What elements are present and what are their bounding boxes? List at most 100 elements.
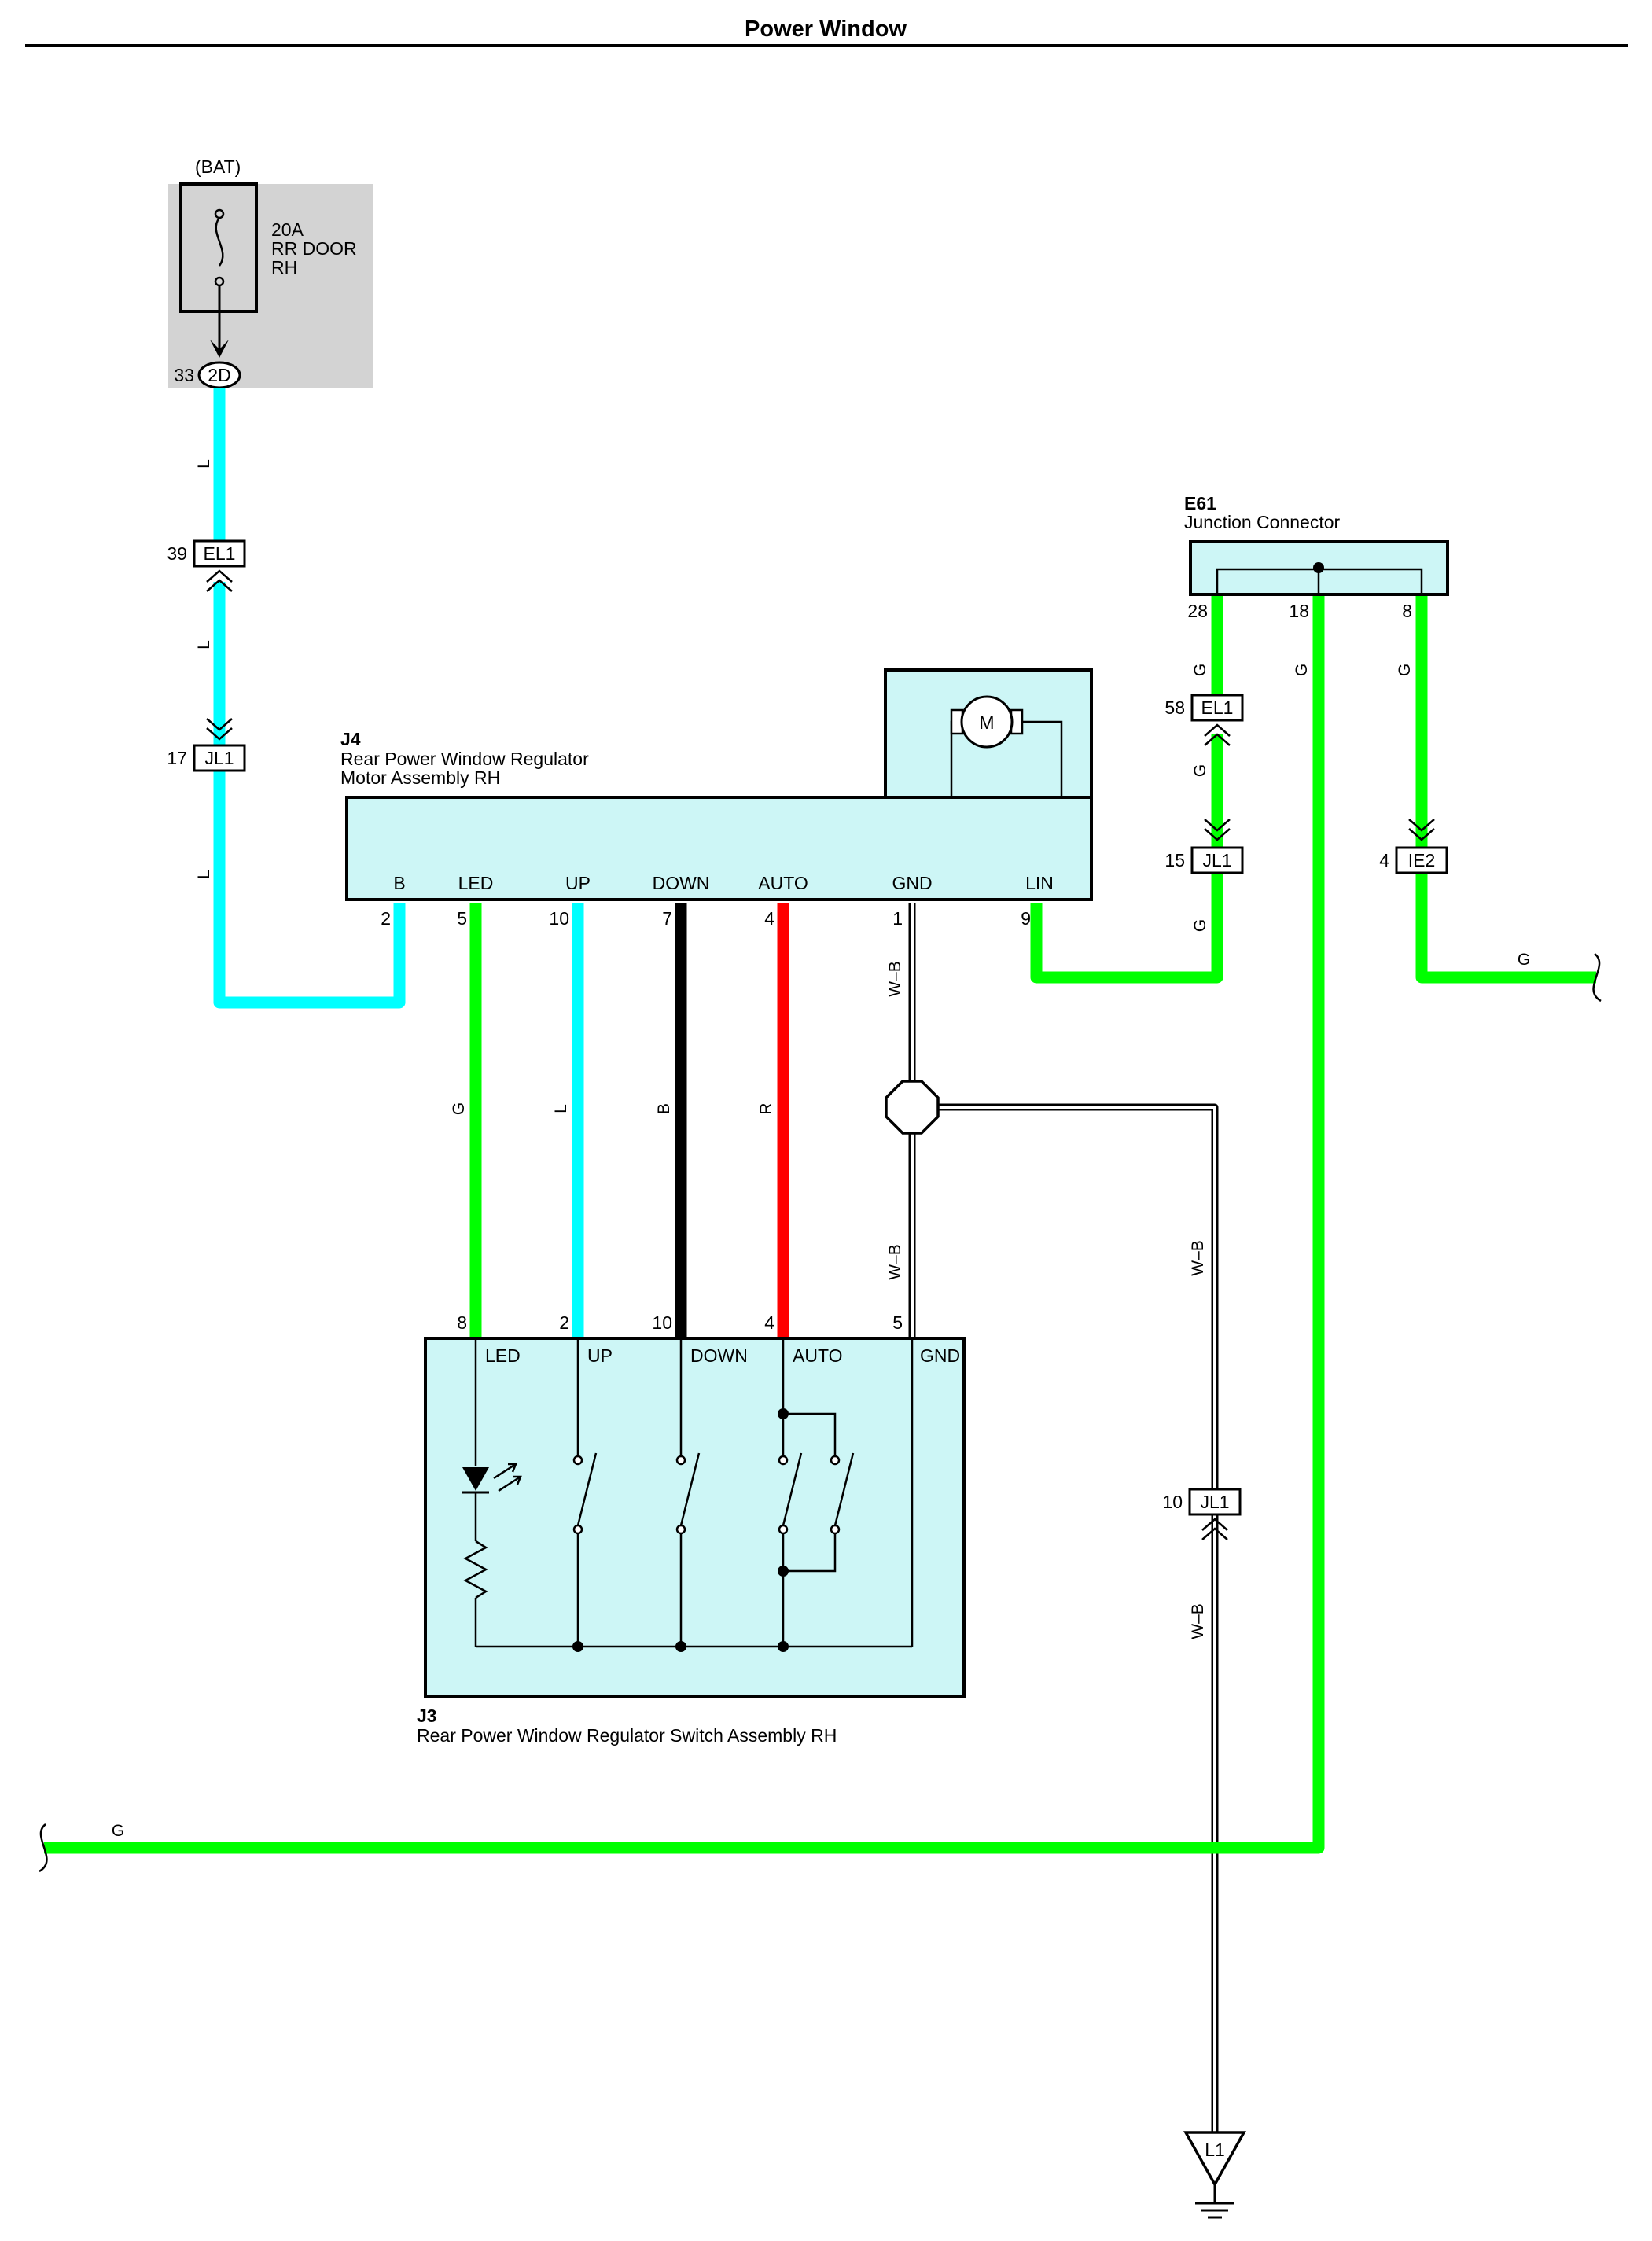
wire-label-l: L [195, 870, 213, 879]
j3-internal-circuit [462, 1340, 914, 1652]
connector-chevron-down-icon [206, 718, 233, 741]
j3-terminal-down: DOWN [690, 1345, 748, 1366]
wire-l-jl1-j4 [213, 769, 406, 1009]
page-title: Power Window [745, 17, 907, 42]
wire-label-g: G [1293, 664, 1311, 676]
fuse-connector-pin: 33 [174, 365, 194, 385]
wire-label-g: G [112, 1822, 124, 1840]
led-icon [462, 1467, 489, 1491]
fuse-box-shading [168, 184, 373, 388]
j4-pin-lin: 9 [1021, 908, 1031, 929]
connector-chevron-up-icon [206, 569, 233, 592]
connector-ie2 [1395, 846, 1448, 874]
j4-pin-b: 2 [381, 908, 391, 929]
j3-pin-up: 2 [559, 1312, 569, 1333]
j4-name-line1: Rear Power Window Regulator [340, 749, 589, 769]
connector-el1-name: EL1 [1201, 697, 1234, 718]
motor-icon [960, 695, 1014, 749]
j3-switch-assembly [424, 1337, 966, 1698]
fuse-icon [215, 217, 224, 267]
wire-label-g: G [1191, 664, 1209, 676]
connector-ie2-name: IE2 [1408, 850, 1436, 870]
connector-chevron-down-icon [1408, 819, 1435, 841]
motor-label: M [979, 712, 994, 733]
wire-break-icon [1592, 953, 1602, 1003]
j4-pin-auto: 4 [764, 908, 774, 929]
wire-g-ie2-out [1415, 873, 1596, 984]
wire-label-wb: W–B [1189, 1603, 1207, 1639]
j3-pin-gnd: 5 [892, 1312, 903, 1333]
wire-label-l: L [552, 1104, 570, 1113]
connector-el1 [1190, 694, 1244, 722]
j3-pin-down: 10 [652, 1312, 672, 1333]
resistor-icon [463, 1540, 488, 1599]
wire-label-g: G [1191, 919, 1209, 932]
wire-label-wb: W–B [1189, 1240, 1207, 1276]
connector-jl1 [193, 744, 246, 772]
wire-label-g: G [1518, 951, 1530, 969]
connector-ie2-pin: 4 [1379, 850, 1389, 870]
fuse-name-line1: RR DOOR [271, 238, 357, 259]
e61-junction-dot [1313, 562, 1324, 573]
j4-terminal-auto: AUTO [758, 873, 808, 893]
wire-label-g: G [1191, 764, 1209, 777]
j4-terminal-lin: LIN [1025, 873, 1054, 893]
j4-motor-assembly [345, 796, 1093, 901]
j4-pin-gnd: 1 [892, 908, 903, 929]
j4-terminal-b: B [393, 873, 405, 893]
connector-chevron-down-icon [1204, 819, 1231, 841]
j3-terminal-up: UP [587, 1345, 613, 1366]
j3-pin-auto: 4 [764, 1312, 774, 1333]
j4-code: J4 [340, 729, 361, 749]
j4-terminal-gnd: GND [892, 873, 932, 893]
e61-pin-28: 28 [1187, 601, 1208, 621]
j4-name-line2: Motor Assembly RH [340, 767, 500, 788]
fuse-name-line2: RH [271, 257, 297, 278]
connector-chevron-up-icon [1201, 1518, 1228, 1540]
connector-jl1-pin: 17 [167, 748, 187, 768]
j4-pin-down: 7 [662, 908, 672, 929]
wire-g-jl1-lin [1030, 873, 1223, 984]
e61-pin-8: 8 [1402, 601, 1412, 621]
j4-pin-led: 5 [457, 908, 467, 929]
ground-icon [1195, 2202, 1234, 2219]
connector-el1-pin: 58 [1164, 697, 1185, 718]
fuse-connector-name: 2D [208, 365, 230, 385]
fuse-rating: 20A [271, 219, 304, 240]
wire-break-icon [39, 1823, 48, 1873]
ground-point [1183, 2131, 1246, 2188]
j3-name: Rear Power Window Regulator Switch Assem… [417, 1725, 837, 1746]
connector-jl1-name: JL1 [204, 748, 234, 768]
ground-point-name: L1 [1205, 2140, 1225, 2160]
connector-arrow-icon [210, 340, 229, 358]
j3-pin-led: 8 [457, 1312, 467, 1333]
wire-g-e61-bus [44, 596, 1325, 1854]
connector-el1-pin: 39 [167, 543, 187, 564]
connector-jl1-name: JL1 [1200, 1492, 1229, 1512]
fuse-source: (BAT) [195, 156, 241, 177]
j4-terminal-led: LED [458, 873, 494, 893]
splice-point [885, 1080, 940, 1135]
e61-pin-18: 18 [1289, 601, 1309, 621]
e61-name: Junction Connector [1184, 512, 1341, 532]
wire-label-wb: W–B [886, 961, 904, 997]
j4-pin-up: 10 [549, 908, 569, 929]
wire-label-wb: W–B [886, 1244, 904, 1280]
connector-el1-name: EL1 [204, 543, 236, 564]
connector-jl1-pin: 10 [1162, 1492, 1183, 1512]
j3-terminal-led: LED [485, 1345, 521, 1366]
connector-chevron-up-icon [1204, 723, 1231, 746]
connector-el1 [193, 539, 246, 568]
connector-jl1-pin: 15 [1164, 850, 1185, 870]
wire-label-b: B [655, 1103, 673, 1114]
j4-terminal-up: UP [565, 873, 591, 893]
j3-terminal-gnd: GND [920, 1345, 960, 1366]
j3-code: J3 [417, 1706, 437, 1726]
connector-jl1 [1190, 846, 1244, 874]
wire-label-l: L [195, 640, 213, 649]
connector-jl1 [1188, 1488, 1242, 1516]
wire-label-l: L [195, 459, 213, 469]
wire-label-r: R [757, 1102, 775, 1114]
j4-terminal-down: DOWN [653, 873, 710, 893]
